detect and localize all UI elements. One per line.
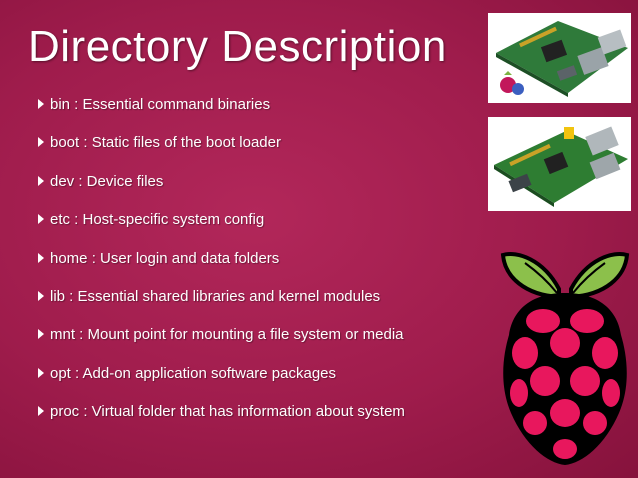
triangle-right-icon	[38, 291, 44, 301]
bullet-item: mnt : Mount point for mounting a file sy…	[38, 322, 404, 346]
bullet-item: bin : Essential command binaries	[38, 92, 270, 116]
bullet-item: dev : Device files	[38, 169, 163, 193]
triangle-right-icon	[38, 406, 44, 416]
bullet-text: opt : Add-on application software packag…	[50, 364, 337, 382]
triangle-right-icon	[38, 253, 44, 263]
bullet-item: opt : Add-on application software packag…	[38, 361, 336, 385]
bullet-text: lib : Essential shared libraries and ker…	[50, 287, 381, 305]
bullet-item: home : User login and data folders	[38, 246, 279, 270]
board-photo-middle	[488, 117, 631, 211]
bullet-text: bin : Essential command binaries	[50, 95, 271, 113]
slide-title: Directory Description	[28, 22, 447, 71]
bullet-item: proc : Virtual folder that has informati…	[38, 399, 405, 423]
board-photo-top	[488, 13, 631, 103]
triangle-right-icon	[38, 214, 44, 224]
raspberry-pi-board-icon	[488, 117, 631, 211]
bullet-text: dev : Device files	[50, 172, 164, 190]
bullet-text: home : User login and data folders	[50, 249, 280, 267]
bullet-item: boot : Static files of the boot loader	[38, 130, 281, 154]
bullet-text: etc : Host-specific system config	[50, 210, 265, 228]
bullet-item: lib : Essential shared libraries and ker…	[38, 284, 380, 308]
bullet-text: boot : Static files of the boot loader	[50, 133, 281, 151]
raspberry-pi-logo	[500, 252, 630, 465]
triangle-right-icon	[38, 99, 44, 109]
triangle-right-icon	[38, 368, 44, 378]
bullet-text: proc : Virtual folder that has informati…	[50, 402, 405, 420]
triangle-right-icon	[38, 329, 44, 339]
bullet-text: mnt : Mount point for mounting a file sy…	[50, 325, 404, 343]
triangle-right-icon	[38, 137, 44, 147]
bullet-item: etc : Host-specific system config	[38, 207, 264, 231]
triangle-right-icon	[38, 176, 44, 186]
raspberry-pi-board-icon	[488, 13, 631, 103]
